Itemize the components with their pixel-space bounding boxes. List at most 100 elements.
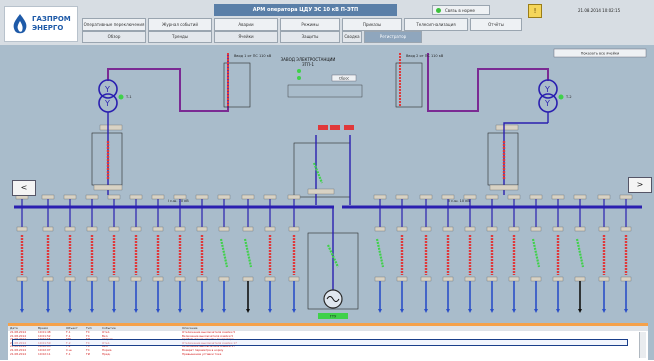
bus-tie-cell[interactable] bbox=[293, 125, 354, 205]
t1-label: Т-1 bbox=[125, 95, 132, 99]
feeder-bay[interactable] bbox=[485, 194, 499, 313]
link-status: Связь в норме bbox=[432, 5, 490, 15]
tab-cells[interactable]: Ячейки bbox=[214, 31, 278, 43]
feeder-bay[interactable] bbox=[107, 194, 121, 313]
log-cell: 10:02:07 bbox=[38, 348, 51, 352]
feeder-bays bbox=[15, 194, 633, 313]
feeder-bay[interactable] bbox=[597, 194, 611, 313]
log-cell: Включение выключателя ячейки 17 bbox=[182, 345, 235, 349]
feeder-bay[interactable] bbox=[551, 194, 565, 313]
tab-recorder[interactable]: Регистратор bbox=[364, 31, 422, 43]
right-feeder[interactable]: Ввод 2 от ПС 110 кВ bbox=[395, 53, 444, 108]
feeder-bay[interactable] bbox=[463, 194, 477, 313]
svg-text:Y: Y bbox=[104, 99, 110, 108]
feeder-bay[interactable] bbox=[151, 194, 165, 313]
menu-item-events[interactable]: Журнал событий bbox=[148, 18, 212, 31]
t1-secondary-cell[interactable] bbox=[91, 112, 123, 195]
t2-secondary-cell[interactable] bbox=[487, 112, 549, 195]
feeder-bay[interactable] bbox=[241, 194, 255, 313]
tab-overview[interactable]: Обзор bbox=[82, 31, 146, 43]
col-object[interactable]: Объект bbox=[66, 326, 78, 330]
bus-label-1: I с.ш. 10 кВ bbox=[168, 199, 189, 203]
menu-item-telesignal[interactable]: Телесигнализация bbox=[404, 18, 468, 31]
menu-item-alarms[interactable]: Аварии bbox=[214, 18, 278, 31]
menu-item-orders[interactable]: Приказы bbox=[342, 18, 402, 31]
feeder-bay[interactable] bbox=[573, 194, 587, 313]
logo-text-1: ГАЗПРОМ bbox=[32, 15, 71, 23]
nav-left-arrow[interactable]: < bbox=[12, 180, 36, 196]
tab-trends[interactable]: Тренды bbox=[148, 31, 212, 43]
log-cell: Откл. bbox=[102, 331, 111, 334]
log-cell: 21.08.2014 bbox=[10, 352, 27, 356]
log-cell: Т-1 bbox=[66, 352, 71, 356]
menu-item-switching[interactable]: Оперативные переключения bbox=[82, 18, 146, 31]
left-feeder[interactable]: Ввод 1 от ПС 110 кВ bbox=[223, 53, 272, 108]
feeder-bay[interactable] bbox=[507, 194, 521, 313]
nav-right-arrow[interactable]: > bbox=[628, 177, 652, 193]
station-reset-button[interactable] bbox=[331, 74, 357, 82]
bus-label-2: II с.ш. 10 кВ bbox=[448, 199, 470, 203]
station-info: ЗАВОД ЭЛЕКТРОСТАНЦИИ ЗТП-1 Сброс bbox=[281, 57, 363, 98]
log-cell: Норма bbox=[102, 348, 112, 352]
feeder-bay[interactable] bbox=[395, 194, 409, 313]
col-date[interactable]: Дата bbox=[10, 326, 18, 330]
log-cell: Отключение выключателя ячейки 5 bbox=[182, 331, 236, 334]
log-cell: 21.08.2014 bbox=[10, 345, 27, 349]
warning-icon[interactable]: ! bbox=[528, 4, 542, 18]
log-cell: Вкл. bbox=[102, 334, 109, 338]
feeder-bay[interactable] bbox=[173, 194, 187, 313]
tab-protection[interactable]: Защиты bbox=[280, 31, 340, 43]
log-scrollbar[interactable] bbox=[639, 332, 646, 358]
log-cell: Возврат параметра в норму bbox=[182, 348, 224, 352]
log-cell: Включение выключателя ячейки 5 bbox=[182, 334, 234, 338]
feeder-bay[interactable] bbox=[373, 194, 387, 313]
col-type[interactable]: Тип bbox=[86, 326, 92, 330]
station-reset-label: Сброс bbox=[339, 77, 350, 81]
feeder-bay[interactable] bbox=[529, 194, 543, 313]
feeder-bay[interactable] bbox=[217, 194, 231, 313]
feeder-bay[interactable] bbox=[287, 194, 301, 313]
feeder-bay[interactable] bbox=[85, 194, 99, 313]
generator-cell[interactable]: ГТУ bbox=[307, 207, 359, 319]
selected-row-highlight[interactable] bbox=[12, 339, 628, 346]
feeder-bay[interactable] bbox=[195, 194, 209, 313]
logo-text-2: ЭНЕРГО bbox=[32, 24, 64, 32]
feeder-bay[interactable] bbox=[441, 194, 455, 313]
log-cell: Откл. bbox=[102, 341, 111, 345]
menu-item-modes[interactable]: Режимы bbox=[280, 18, 340, 31]
tab-summary[interactable]: Сводка bbox=[342, 31, 362, 43]
status-led-icon bbox=[436, 8, 441, 13]
feeder-bay[interactable] bbox=[619, 194, 633, 313]
transformer-t1[interactable]: Y Y Т-1 bbox=[98, 79, 132, 113]
feeder-bay[interactable] bbox=[263, 194, 277, 313]
log-cell: 10:01:59 bbox=[38, 341, 51, 345]
col-time[interactable]: Время bbox=[38, 326, 48, 330]
t2-label: Т-2 bbox=[565, 95, 572, 99]
log-cell: Т-2 bbox=[66, 345, 71, 349]
log-cell: 10:02:11 bbox=[38, 352, 51, 356]
col-description[interactable]: Описание bbox=[182, 326, 198, 330]
log-cell: 10:01:48 bbox=[38, 331, 51, 334]
show-all-cells-button[interactable] bbox=[553, 48, 647, 58]
feeder-bay[interactable] bbox=[41, 194, 55, 313]
feeder-bay[interactable] bbox=[63, 194, 77, 313]
svg-text:Y: Y bbox=[104, 85, 110, 94]
feeder-bay[interactable] bbox=[129, 194, 143, 313]
feeder-bay[interactable] bbox=[419, 194, 433, 313]
station-title: ЗАВОД ЭЛЕКТРОСТАНЦИИ bbox=[281, 57, 336, 62]
svg-text:Y: Y bbox=[544, 85, 550, 94]
window-title: АРМ оператора ЦДУ ЭС 10 кВ П-ЭТП bbox=[214, 4, 397, 16]
menu-item-reports[interactable]: Отчёты bbox=[470, 18, 522, 31]
svg-text:Y: Y bbox=[544, 99, 550, 108]
col-event[interactable]: Событие bbox=[102, 326, 116, 330]
feeder-bay[interactable] bbox=[15, 194, 29, 313]
transformer-t2[interactable]: Y Y Т-2 bbox=[538, 79, 572, 113]
station-subtitle: ЗТП-1 bbox=[302, 62, 314, 67]
flame-icon bbox=[13, 14, 27, 34]
